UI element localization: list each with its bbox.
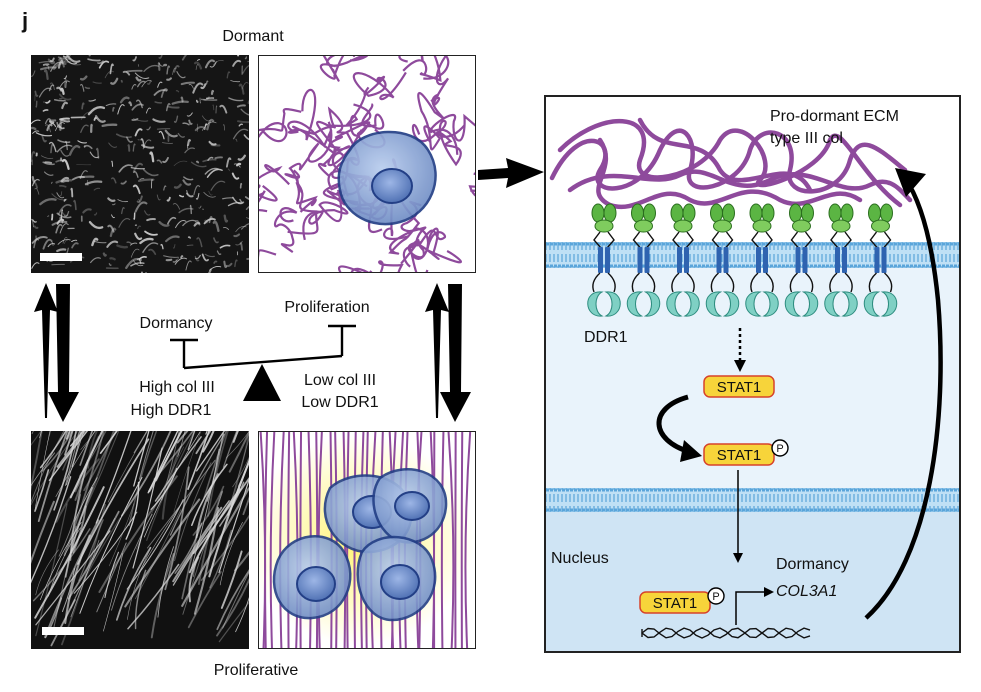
dormant-cell bbox=[337, 130, 437, 226]
nuclear-import-arrow bbox=[733, 470, 743, 563]
nuclear-membrane bbox=[546, 488, 959, 512]
label-stat1-nuc: STAT1 bbox=[653, 595, 697, 612]
label-stat1: STAT1 bbox=[717, 379, 761, 396]
transcription-arrow bbox=[735, 587, 774, 625]
transition-arrows-right bbox=[425, 283, 471, 422]
label-nucleus: Nucleus bbox=[551, 550, 609, 567]
label-phospho-1: P bbox=[776, 443, 783, 455]
label-phospho-2: P bbox=[712, 591, 719, 603]
plasma-membrane bbox=[546, 242, 959, 268]
phosphorylation-arrow bbox=[656, 394, 702, 462]
collagen-ecm bbox=[549, 117, 913, 209]
proliferating-cells bbox=[272, 468, 448, 622]
ddr1-receptors bbox=[587, 203, 898, 317]
label-ddr1: DDR1 bbox=[584, 329, 628, 346]
schematic-dormant bbox=[258, 55, 476, 273]
phospho-icon bbox=[771, 439, 789, 457]
schematic-proliferative bbox=[258, 431, 476, 649]
label-high-col: High col III bbox=[139, 379, 215, 396]
arrow-to-pathway bbox=[478, 158, 544, 188]
label-dormant: Dormant bbox=[222, 28, 284, 45]
micrograph-proliferative bbox=[31, 431, 249, 649]
label-gene: COL3A1 bbox=[776, 583, 837, 600]
label-low-col: Low col III bbox=[304, 372, 376, 389]
balance-seesaw bbox=[170, 324, 356, 401]
label-dormancy: Dormancy bbox=[140, 315, 213, 332]
signal-arrow-dotted bbox=[734, 328, 746, 372]
label-proliferative: Proliferative bbox=[214, 662, 299, 679]
scale-bar bbox=[42, 627, 84, 635]
transition-arrows-left bbox=[34, 283, 79, 422]
stat1-nuclear-box bbox=[639, 587, 725, 614]
micrograph-dormant bbox=[31, 55, 249, 273]
fulcrum bbox=[243, 364, 281, 401]
label-ecm-line2: type III col bbox=[770, 130, 843, 147]
dna-helix bbox=[641, 627, 811, 639]
stat1-box bbox=[703, 375, 775, 398]
phospho-icon bbox=[707, 587, 725, 605]
pathway-panel bbox=[544, 95, 961, 653]
scale-bar bbox=[40, 253, 82, 261]
label-dormancy-outcome: Dormancy bbox=[776, 556, 849, 573]
label-low-ddr: Low DDR1 bbox=[301, 394, 378, 411]
panel-letter: j bbox=[21, 8, 28, 33]
label-proliferation: Proliferation bbox=[284, 299, 369, 316]
feedback-arrow bbox=[864, 168, 943, 620]
stat1-phospho-box bbox=[703, 439, 789, 466]
label-high-ddr: High DDR1 bbox=[131, 402, 212, 419]
label-ecm-line1: Pro-dormant ECM bbox=[770, 108, 899, 125]
label-stat1-p: STAT1 bbox=[717, 447, 761, 464]
